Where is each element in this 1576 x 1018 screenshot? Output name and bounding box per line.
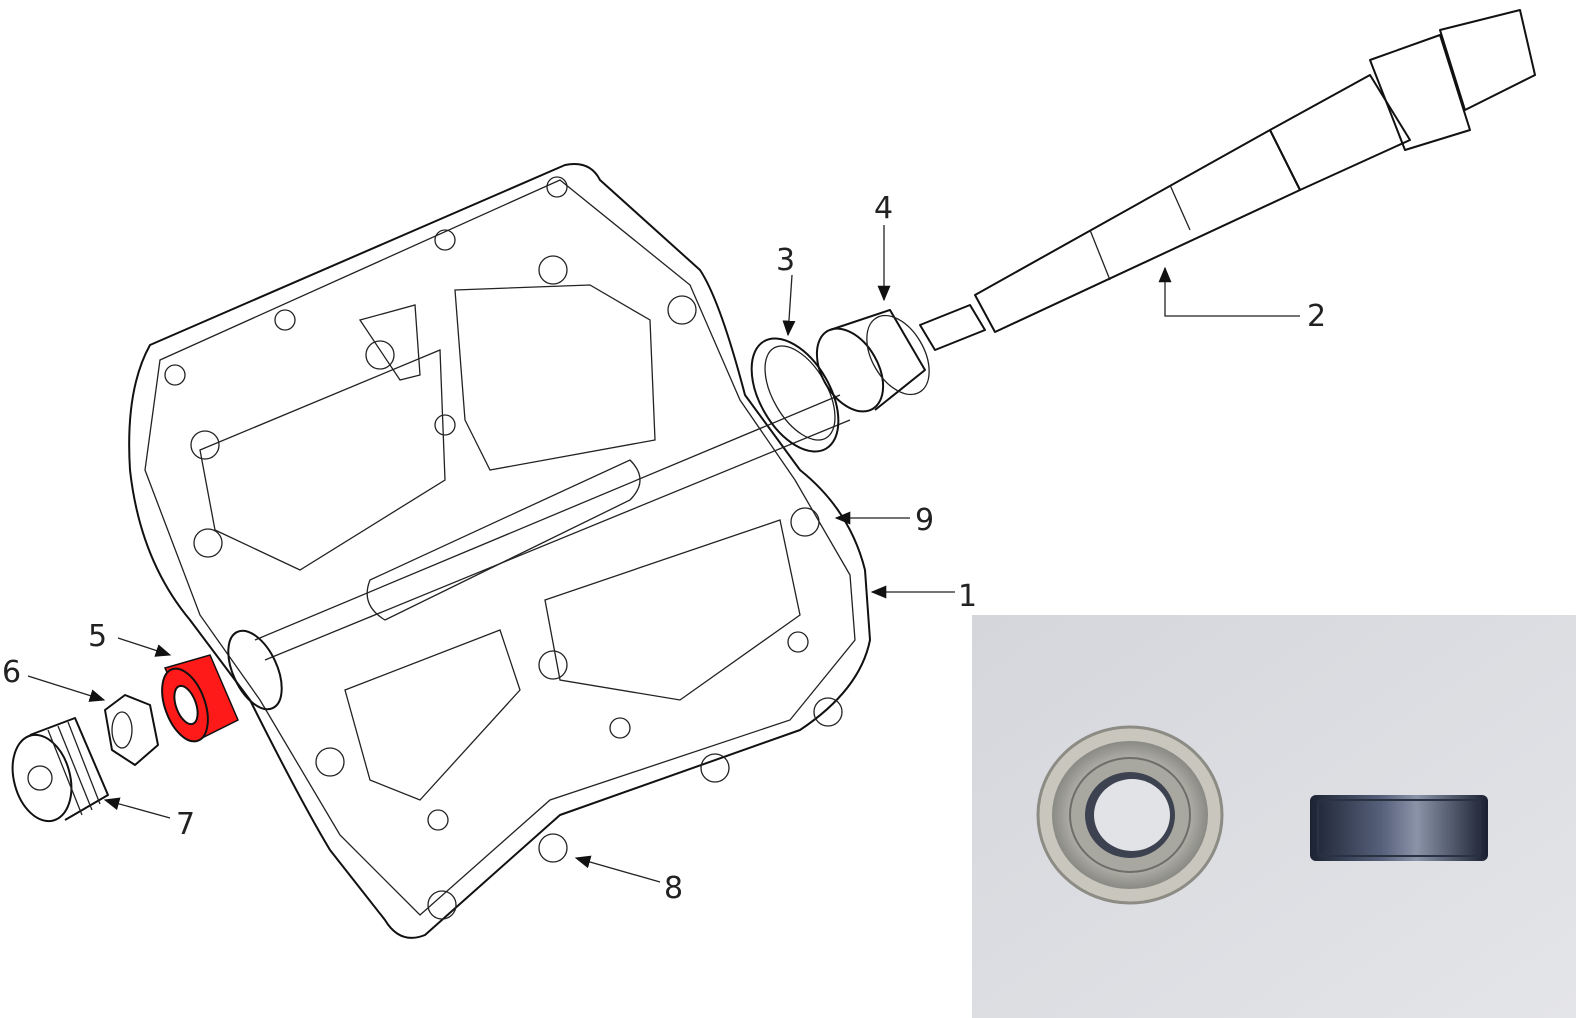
callout-1: 1 [958, 579, 977, 614]
pedal-body [128, 163, 871, 939]
callouts: 1 2 3 4 5 6 7 8 9 [2, 191, 1326, 906]
callout-4: 4 [874, 191, 893, 226]
callout-6: 6 [2, 655, 21, 690]
end-cap [11, 717, 109, 823]
callout-7: 7 [176, 807, 195, 842]
bearing-highlighted [161, 654, 239, 743]
bearing-photo [972, 615, 1576, 1018]
seal-ring [750, 337, 840, 453]
callout-5: 5 [88, 619, 107, 654]
callout-9: 9 [915, 503, 934, 538]
callout-3: 3 [776, 243, 795, 278]
axle [919, 9, 1536, 351]
pedal-screws [190, 255, 843, 920]
bushing [815, 309, 930, 413]
nut [104, 694, 159, 766]
callout-2: 2 [1307, 299, 1326, 334]
bearing-side-view [1310, 795, 1488, 861]
bearing-face-view [1036, 725, 1224, 905]
callout-8: 8 [664, 871, 683, 906]
pedal-pins [164, 176, 820, 831]
